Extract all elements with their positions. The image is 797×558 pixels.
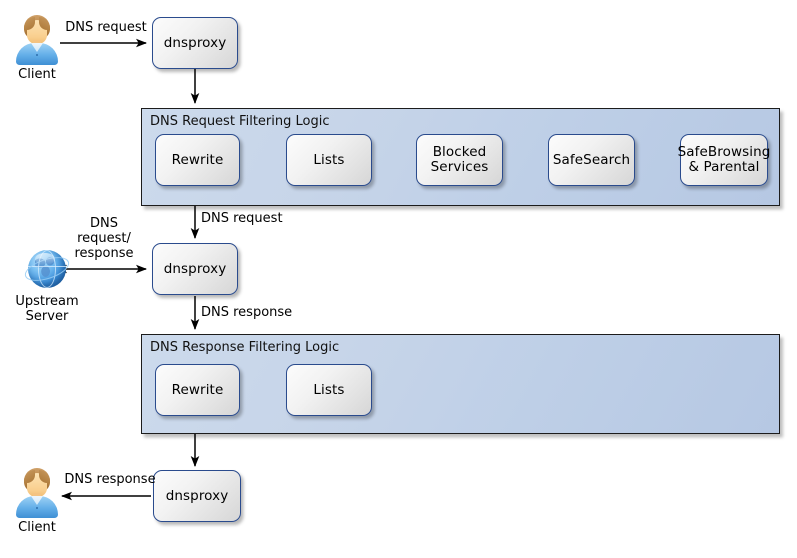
stage-req-lists[interactable]: Lists xyxy=(286,134,372,186)
stage-res-lists[interactable]: Lists xyxy=(286,364,372,416)
stage-res-lists-label: Lists xyxy=(313,381,345,398)
globe-icon-equator xyxy=(28,266,66,267)
dnsproxy-bottom-label: dnsproxy xyxy=(165,487,229,504)
user-icon-fringe-left xyxy=(24,470,35,483)
edge-label-client-to-proxy: DNS request xyxy=(65,20,147,35)
user-icon-fringe-right xyxy=(39,17,50,30)
user-icon-button xyxy=(36,54,38,56)
user-icon-fringe-right xyxy=(39,470,50,483)
stage-res-rewrite-label: Rewrite xyxy=(171,381,224,398)
dnsproxy-middle-node[interactable]: dnsproxy xyxy=(152,243,238,295)
client-bottom-caption: Client xyxy=(18,520,56,535)
user-icon-fringe-left xyxy=(24,17,35,30)
stage-req-blocked-services[interactable]: Blocked Services xyxy=(416,134,503,186)
user-icon-collar xyxy=(31,496,43,505)
request-filtering-panel-title: DNS Request Filtering Logic xyxy=(150,114,330,129)
stage-req-lists-label: Lists xyxy=(313,151,345,168)
stage-req-blocked-services-label: Blocked Services xyxy=(430,144,489,175)
user-icon-button xyxy=(36,507,38,509)
response-filtering-panel-title: DNS Response Filtering Logic xyxy=(150,340,340,355)
upstream-server-caption: Upstream Server xyxy=(15,294,79,324)
user-icon-collar xyxy=(31,43,43,52)
globe-icon xyxy=(22,246,72,292)
edge-label-proxy-to-request-panel: DNS request xyxy=(201,211,283,226)
stage-res-rewrite[interactable]: Rewrite xyxy=(155,364,240,416)
globe-icon-highlight xyxy=(35,253,55,265)
response-filtering-panel: DNS Response Filtering Logic xyxy=(141,334,780,434)
stage-req-safebrowsing-parental-label: SafeBrowsing & Parental xyxy=(677,144,771,175)
edge-label-proxy-to-client: DNS response xyxy=(64,472,156,487)
dnsproxy-top-label: dnsproxy xyxy=(163,34,227,51)
edge-label-upstream-exchange: DNS request/ response xyxy=(74,216,134,261)
client-top-caption: Client xyxy=(18,67,56,82)
globe-icon-meridian xyxy=(38,250,56,288)
dnsproxy-middle-label: dnsproxy xyxy=(163,260,227,277)
user-icon xyxy=(13,15,61,65)
stage-req-safesearch-label: SafeSearch xyxy=(552,151,631,168)
stage-req-rewrite-label: Rewrite xyxy=(171,151,224,168)
user-icon xyxy=(13,468,61,518)
stage-req-safebrowsing-parental[interactable]: SafeBrowsing & Parental xyxy=(678,134,770,186)
dnsproxy-top-node[interactable]: dnsproxy xyxy=(152,17,238,69)
stage-req-rewrite[interactable]: Rewrite xyxy=(155,134,240,186)
edge-label-proxy-to-response-panel: DNS response xyxy=(201,305,293,320)
dnsproxy-bottom-node[interactable]: dnsproxy xyxy=(153,470,241,522)
stage-req-safesearch[interactable]: SafeSearch xyxy=(548,134,635,186)
